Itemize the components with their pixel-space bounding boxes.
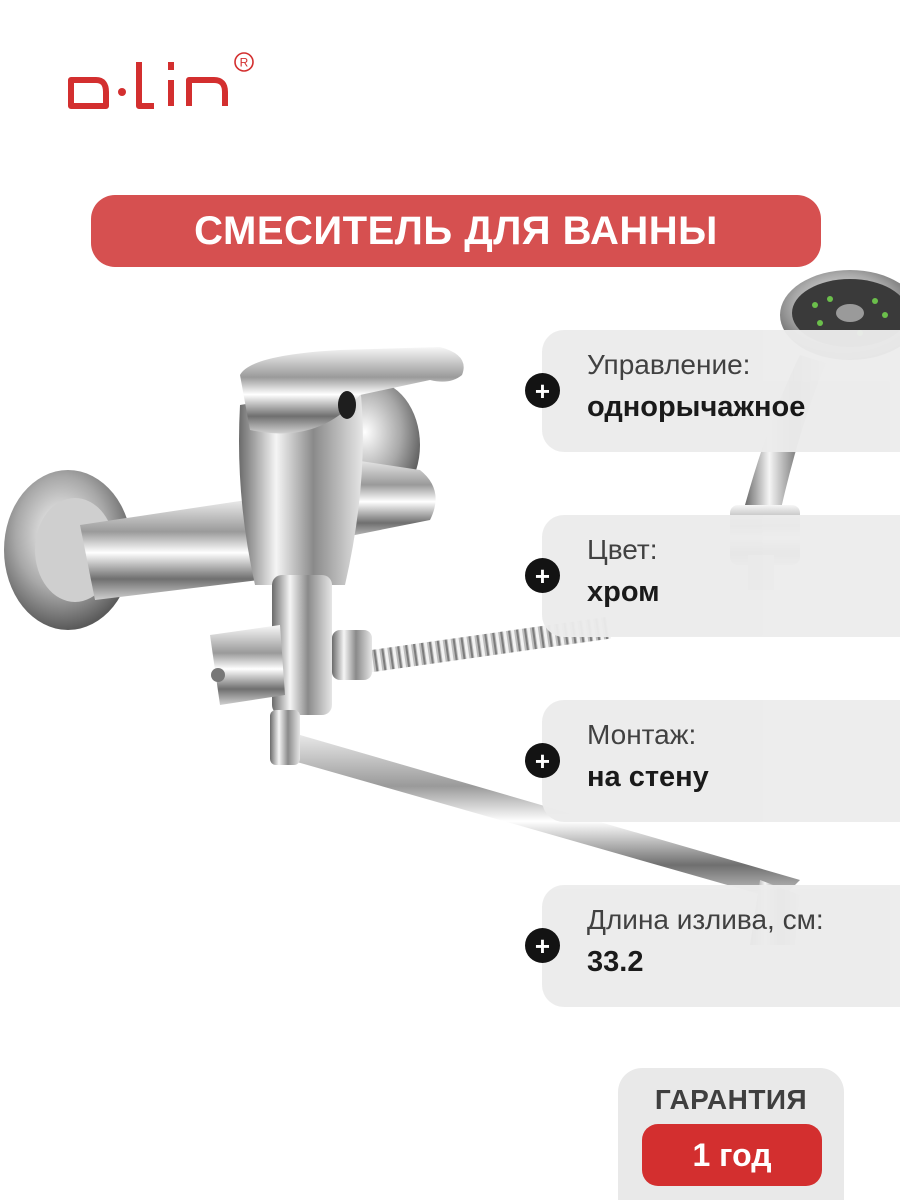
plus-icon: + [525, 558, 560, 593]
brand-logo: R [68, 52, 254, 109]
warranty-badge: ГАРАНТИЯ 1 год [618, 1068, 844, 1200]
feature-label: Управление: [587, 349, 751, 380]
warranty-label: ГАРАНТИЯ [654, 1084, 808, 1115]
feature-value: на стену [587, 761, 709, 793]
feature-value: однорычажное [587, 391, 806, 423]
feature-mounting: + Монтаж: на стену [525, 700, 900, 822]
feature-label: Длина излива, см: [587, 904, 824, 935]
feature-control: + Управление: однорычажное [525, 330, 900, 452]
svg-text:R: R [240, 56, 249, 70]
plus-icon: + [525, 928, 560, 963]
warranty-value: 1 год [642, 1124, 822, 1186]
feature-value: 33.2 [587, 946, 644, 978]
feature-label: Цвет: [587, 534, 658, 565]
feature-label: Монтаж: [587, 719, 697, 750]
feature-spout-length: + Длина излива, см: 33.2 [525, 885, 900, 1007]
feature-color: + Цвет: хром [525, 515, 900, 637]
product-title: СМЕСИТЕЛЬ ДЛЯ ВАННЫ [91, 195, 821, 267]
plus-icon: + [525, 743, 560, 778]
feature-value: хром [587, 576, 660, 608]
plus-icon: + [525, 373, 560, 408]
